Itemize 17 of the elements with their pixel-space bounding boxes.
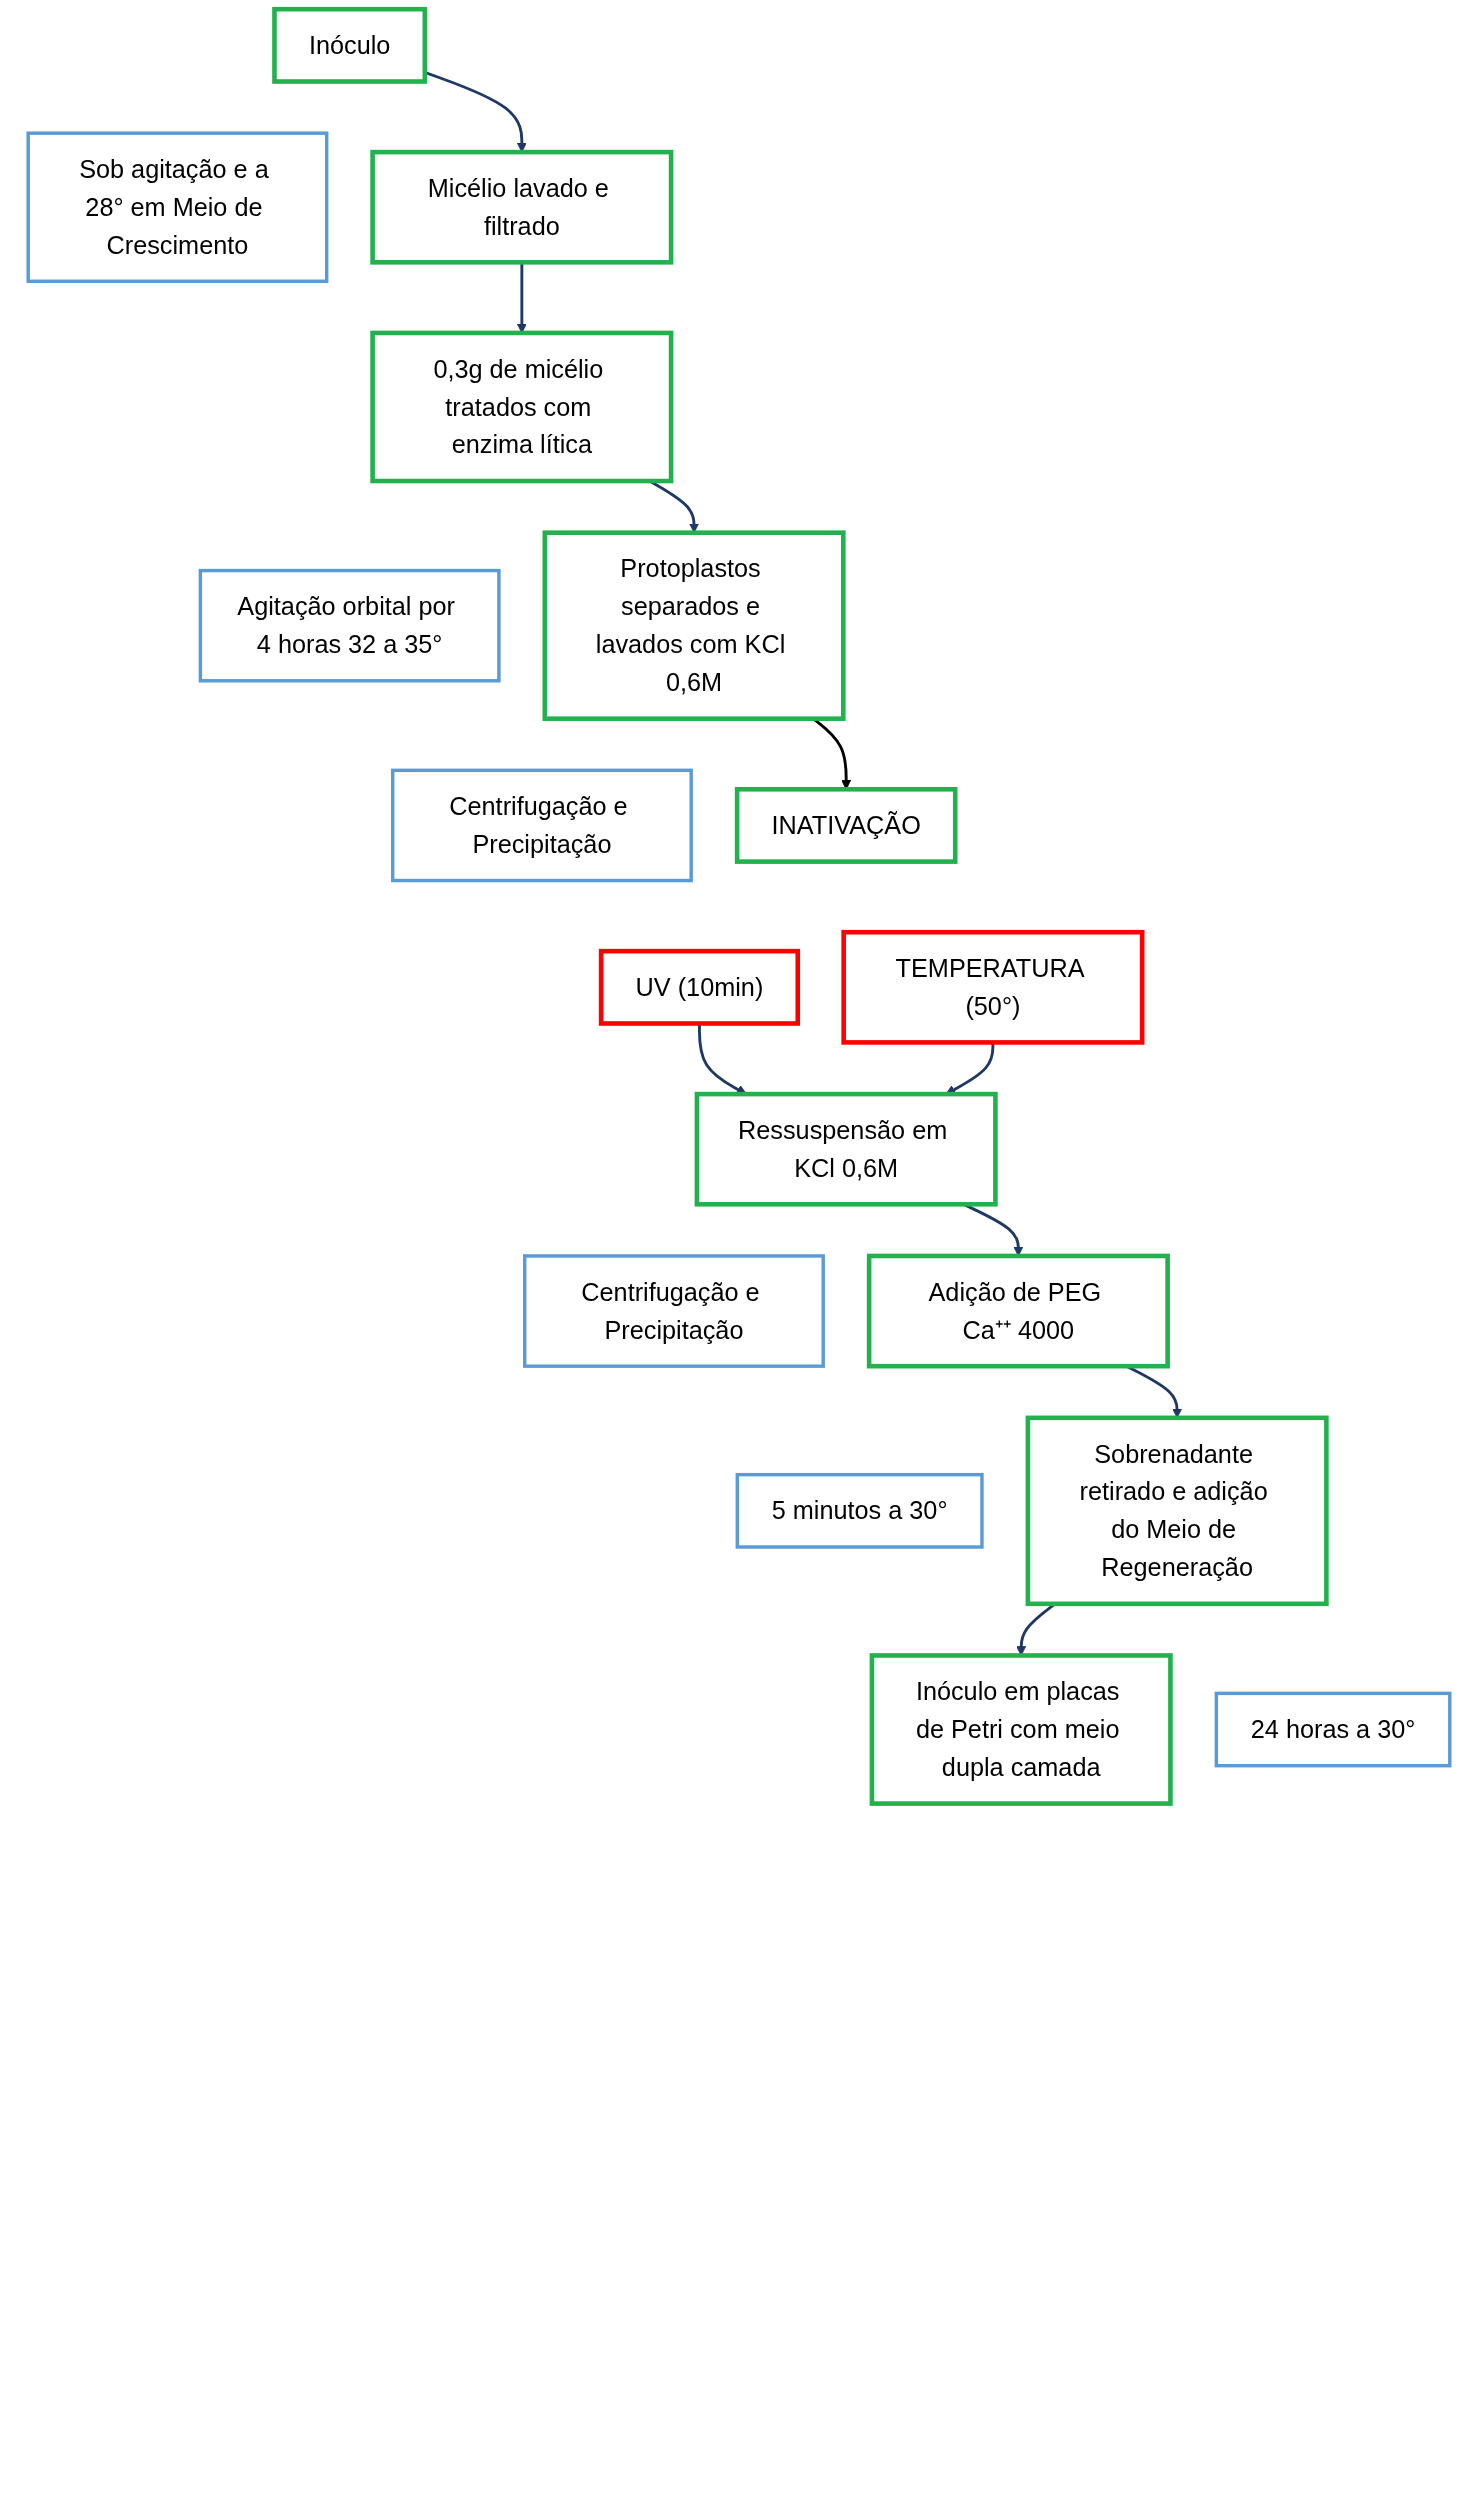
- node-box: Inóculo: [271, 6, 427, 84]
- node-box: INATIVAÇÃO: [734, 787, 957, 864]
- node-box: Sob agitação e a 28° em Meio de Crescimento: [25, 131, 328, 283]
- node-box: 5 minutos a 30°: [735, 1472, 984, 1549]
- node-box: 24 horas a 30°: [1214, 1691, 1451, 1768]
- node-box: UV (10min): [598, 948, 800, 1026]
- node-box: Protoplastos separados e lavados com KCl 0,6M: [542, 530, 846, 721]
- node-box: Sobrenadante retirado e adição do Meio de Regeneração: [1025, 1415, 1329, 1607]
- node-box: Centrifugação e Precipitação: [390, 768, 693, 883]
- node-box: Centrifugação e Precipitação: [522, 1254, 825, 1368]
- node-box: TEMPERATURA (50°): [840, 929, 1144, 1045]
- node-box: 0,3g de micélio tratados com enzima lítica: [369, 330, 673, 484]
- node-box: Inóculo em placas de Petri com meio dupla camada: [869, 1653, 1173, 1806]
- node-box: Agitação orbital por 4 horas 32 a 35°: [198, 568, 501, 683]
- node-box: Ressuspensão em KCl 0,6M: [694, 1091, 998, 1207]
- node-box: Micélio lavado e filtrado: [369, 149, 673, 265]
- node-box: Adição de PEG Ca⁺⁺ 4000: [866, 1253, 1170, 1369]
